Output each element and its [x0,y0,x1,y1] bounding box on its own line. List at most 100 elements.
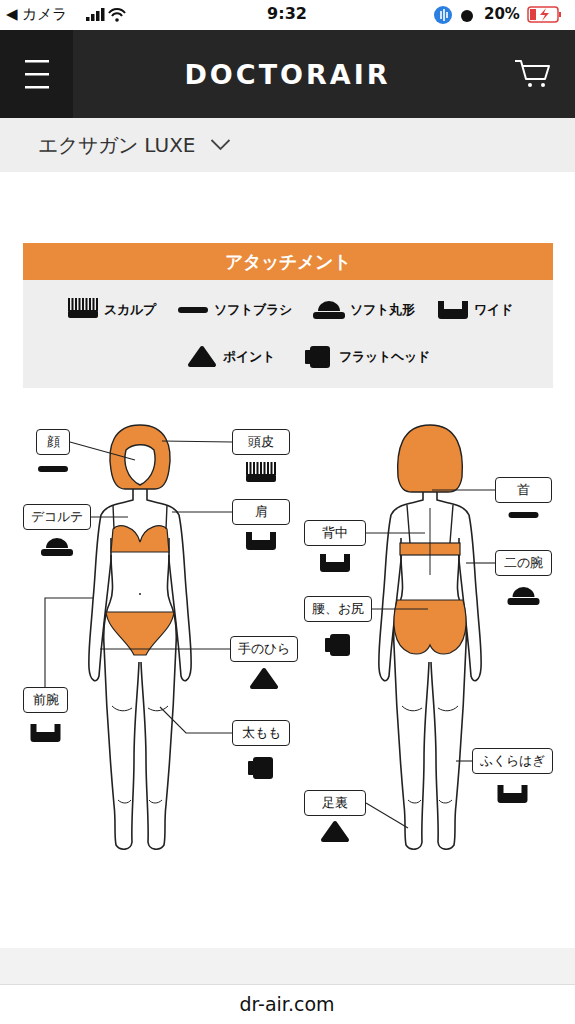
footer-band [0,948,575,984]
legend-text: スカルプ [104,301,156,319]
header-bar: DOCTORAIR [0,30,575,118]
status-time: 9:32 [267,4,307,23]
footer-rule [0,984,575,985]
point-icon [252,670,276,687]
leader-line [162,441,232,442]
leader-line [456,760,472,761]
leader-line [466,562,495,563]
legend-item: ワイド [469,300,513,320]
charge-bolt [540,8,549,21]
band-text: エクサガン LUXE [38,132,195,159]
body-part-box: 腰、お尻 [304,596,372,622]
mic-wave [438,9,447,21]
body-outline [141,555,176,849]
signal-bar [101,8,105,21]
part-name: 肩 [255,503,268,521]
part-name: 腰、お尻 [312,600,364,618]
knee-line [112,706,132,803]
part-name: 首 [517,481,530,499]
flat-icon [248,757,273,779]
leader-line [91,516,128,517]
wide-icon [31,724,61,742]
knee-line [438,706,458,803]
round-icon [313,301,345,319]
title-band: アタッチメント [23,243,553,280]
signal-bar [86,17,90,21]
round-icon [41,538,73,556]
part-name: 二の腕 [504,554,543,572]
knee-line [148,706,168,803]
body-part-box: ふくらはぎ [472,748,553,774]
navel [139,593,141,595]
menu-button [0,30,73,118]
legend-text: ソフト丸形 [350,301,415,319]
part-name: ふくらはぎ [480,752,545,770]
leader-line [366,532,425,533]
status-back-link: ◀ カメラ [6,5,67,24]
leader-line [366,803,408,828]
body-part-box: 肩 [232,499,290,525]
part-name: 顔 [47,433,60,451]
legend-text: ポイント [223,348,275,366]
body-part-box: 顔 [36,429,70,455]
brush-icon [178,307,208,313]
arm-outline [89,482,133,681]
product-selector: エクサガン LUXE [0,118,575,172]
wifi-dot [115,18,119,22]
band-text: DOCTORAIR [184,59,390,90]
footer-url: dr-air.com [239,993,334,1015]
legend-panel [23,280,553,388]
wide-icon [438,301,468,319]
legend-item: ポイント [218,347,275,367]
status-icons [86,6,561,24]
leader-line [160,707,232,733]
legend-text: ソフトブラシ [214,301,292,319]
leader-line [432,489,495,490]
leader-line [100,648,230,649]
point-icon [323,823,347,840]
legend-item: フラットヘッド [334,347,430,367]
part-name: 前腕 [33,691,59,709]
spine-line [430,508,431,575]
part-name: デコルテ [31,508,83,526]
body-part-box: 太もも [232,720,290,746]
hair [398,425,463,492]
flat-icon [305,346,330,368]
cart-wheel [541,83,545,87]
cart-wheel [528,83,532,87]
battery-tip [559,12,561,17]
flat-icon [325,634,350,656]
legend-item: ソフト丸形 [345,300,415,320]
leader-line [172,511,232,512]
part-name: 足裏 [322,794,348,812]
round-icon [508,587,540,605]
cart-icon [515,61,549,79]
part-name: 太もも [242,724,281,742]
part-name: 頭皮 [248,433,274,451]
brush-icon [38,466,68,472]
scalp-icon [68,298,98,318]
body-outline [104,555,139,849]
body-part-box: 背中 [304,520,366,546]
legend-item: ソフトブラシ [209,300,292,320]
bra [111,526,169,552]
body-part-box: 首 [495,477,552,503]
part-name: 背中 [322,524,348,542]
panties [394,600,466,654]
legend-text: ワイド [474,301,513,319]
body-part-box: 二の腕 [495,550,552,576]
leader-line [45,598,93,687]
wide-icon [498,785,528,803]
hair [110,425,170,489]
menu-line [25,60,49,63]
battery-level [530,9,536,20]
knee-line [402,706,422,803]
leader-line [70,442,135,460]
legend-text: フラットヘッド [339,348,430,366]
menu-line [25,86,49,89]
menu-line [25,73,49,76]
face [125,445,155,485]
leader-line [372,608,428,609]
signal-bar [91,14,95,21]
